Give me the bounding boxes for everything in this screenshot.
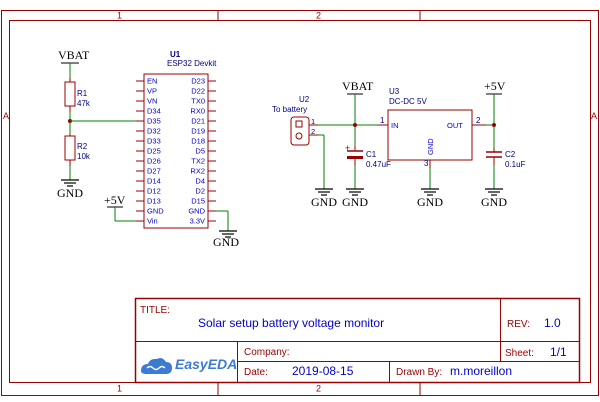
- esp32-right-pin-label: 3.3V: [190, 217, 205, 226]
- u2-ref: U2: [299, 95, 310, 104]
- u3-pin-out: OUT: [447, 121, 463, 130]
- r1-body[interactable]: [65, 82, 75, 106]
- c2-ref: C2: [505, 150, 516, 159]
- u2-value: To battery: [272, 105, 307, 114]
- sheet-value: 1/1: [550, 345, 567, 359]
- title-value: Solar setup battery voltage monitor: [198, 316, 384, 330]
- esp32-right-pin-label: D23: [191, 77, 205, 86]
- u1-ref: U1: [170, 50, 181, 59]
- gnd-label-c1: GND: [342, 195, 368, 209]
- u2-pin2-pad: [296, 133, 302, 139]
- esp32-right-pin-label: D5: [195, 147, 205, 156]
- plus5v-label-left: +5V: [104, 193, 126, 207]
- easyeda-logo-text: EasyEDA: [175, 356, 237, 372]
- esp32-right-pin-label: D22: [191, 87, 205, 96]
- outer-frame: [2, 11, 599, 396]
- esp32-right-pin-label: D4: [195, 177, 205, 186]
- col-label-2-bottom: 2: [316, 384, 321, 394]
- row-label-a-right: A: [591, 111, 597, 121]
- u2-pin1-pad: [296, 121, 302, 127]
- u3-ref: U3: [389, 87, 400, 96]
- esp32-left-pin-label: VP: [147, 87, 157, 96]
- c2-value: 0.1uF: [505, 160, 526, 169]
- esp32-right-pin-label: GND: [188, 207, 205, 216]
- esp32-left-pin-label: Vin: [147, 217, 158, 226]
- rev-label: REV:: [507, 319, 530, 330]
- gnd-label-left: GND: [57, 186, 83, 200]
- esp32-right-pin-label: RX2: [190, 167, 205, 176]
- u3-num-out: 2: [476, 116, 481, 125]
- esp32-left-pin-label: D13: [147, 197, 161, 206]
- drawn-by-label: Drawn By:: [396, 367, 442, 378]
- date-label: Date:: [244, 367, 268, 378]
- rev-value: 1.0: [544, 316, 561, 330]
- col-label-1-top: 1: [117, 11, 122, 21]
- esp32-left-pin-label: D34: [147, 107, 161, 116]
- c1-plate-bottom: [347, 156, 363, 159]
- plus5v-label-right: +5V: [484, 79, 506, 93]
- drawn-by-value: m.moreillon: [450, 364, 512, 378]
- c1-ref: C1: [366, 150, 377, 159]
- row-label-a-left: A: [3, 111, 9, 121]
- esp32-left-pin-label: D12: [147, 187, 161, 196]
- esp32-right-pin-label: RX0: [190, 107, 205, 116]
- esp32-left-pin-label: EN: [147, 77, 157, 86]
- gnd-label-u2: GND: [311, 195, 337, 209]
- col-label-1-bottom: 1: [117, 384, 122, 394]
- u3-pin-in: IN: [391, 121, 399, 130]
- esp32-right-pin-label: D15: [191, 197, 205, 206]
- esp32-right-pin-label: TX2: [191, 157, 205, 166]
- gnd-label-c2: GND: [481, 195, 507, 209]
- esp32-right-pin-label: D21: [191, 117, 205, 126]
- esp32-right-pin-label: D19: [191, 127, 205, 136]
- gnd-label-u3: GND: [417, 195, 443, 209]
- junction-vbat: [353, 123, 357, 127]
- junction-5v: [492, 123, 496, 127]
- col-label-2-top: 2: [316, 11, 321, 21]
- title-label: TITLE:: [140, 305, 170, 316]
- easyeda-logo-icon: [141, 358, 172, 374]
- u3-value: DC-DC 5V: [389, 97, 427, 106]
- vbat-label-left: VBAT: [58, 48, 90, 62]
- esp32-right-pin-label: D18: [191, 137, 205, 146]
- esp32-left-pin-label: D33: [147, 137, 161, 146]
- esp32-left-pin-label: D25: [147, 147, 161, 156]
- company-label: Company:: [244, 347, 290, 358]
- u1-value: ESP32 Devkit: [167, 59, 217, 68]
- r2-ref: R2: [77, 142, 88, 151]
- date-value: 2019-08-15: [292, 364, 354, 378]
- vbat-label-right: VBAT: [342, 79, 374, 93]
- esp32-left-pin-label: D26: [147, 157, 161, 166]
- esp32-right-pin-label: D2: [195, 187, 205, 196]
- c1-value: 0.47uF: [366, 160, 391, 169]
- r1-ref: R1: [77, 89, 88, 98]
- esp32-left-pin-label: D27: [147, 167, 161, 176]
- sheet-label: Sheet:: [505, 348, 534, 359]
- c1-polarity: +: [345, 143, 350, 153]
- r2-body[interactable]: [65, 136, 75, 160]
- esp32-left-pin-label: VN: [147, 97, 157, 106]
- u3-num-gnd: 3: [424, 159, 429, 168]
- r2-value: 10k: [77, 152, 91, 161]
- r1-value: 47k: [77, 99, 91, 108]
- u3-pin-gnd: GND: [426, 138, 435, 155]
- u3-num-in: 1: [380, 116, 385, 125]
- esp32-right-pin-label: TX0: [191, 97, 205, 106]
- esp32-left-pin-label: D32: [147, 127, 161, 136]
- esp32-left-pin-label: GND: [147, 207, 164, 216]
- esp32-left-pin-label: D14: [147, 177, 161, 186]
- gnd-label-esp: GND: [213, 235, 239, 249]
- esp32-left-pin-label: D35: [147, 117, 161, 126]
